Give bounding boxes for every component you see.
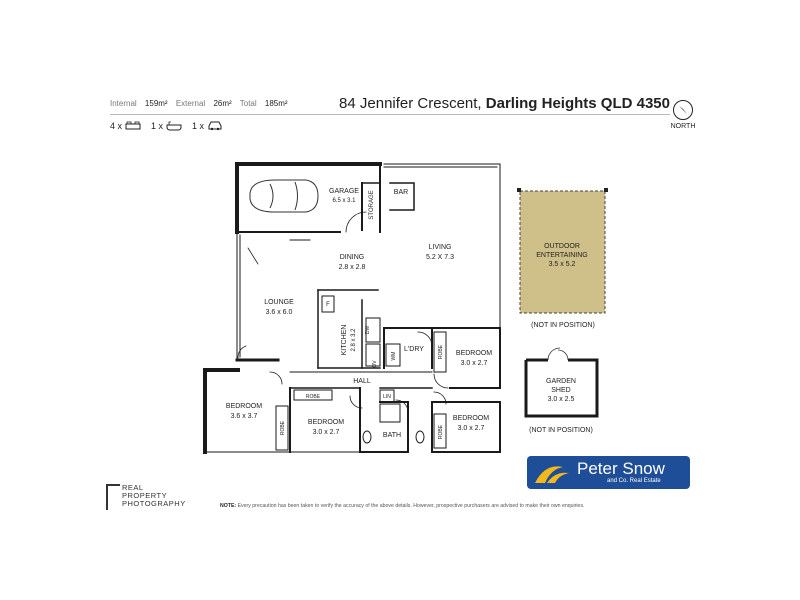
car-count-value: 1 x xyxy=(192,120,205,131)
internal-label: Internal xyxy=(110,99,137,108)
north-label: NORTH xyxy=(670,123,696,130)
outdoor-label-2: ENTERTAINING xyxy=(536,252,587,259)
living-size: 5.2 X 7.3 xyxy=(426,254,454,261)
total-value: 185m² xyxy=(264,99,288,108)
hall-robe-label: ROBE xyxy=(306,394,321,400)
note-text: Every precaution has been taken to verif… xyxy=(237,503,585,509)
bedroom1-size: 3.0 x 2.7 xyxy=(461,360,488,367)
bath-icon xyxy=(166,121,182,130)
bath-count: 1 x xyxy=(151,121,182,131)
garden-shed-outline xyxy=(524,358,599,418)
car-icon xyxy=(208,121,222,131)
living-label: LIVING xyxy=(429,244,452,251)
logo-line3: PHOTOGRAPHY xyxy=(122,499,186,508)
external-value: 26m² xyxy=(213,99,232,108)
dishwasher-label: DW xyxy=(365,326,371,335)
disclaimer-note: NOTE: Every precaution has been taken to… xyxy=(220,503,584,509)
agency-name: Peter Snow xyxy=(577,459,665,478)
outdoor-note: (NOT IN POSITION) xyxy=(531,322,595,329)
compass-icon xyxy=(673,100,693,120)
bedroom-left-label: BEDROOM xyxy=(226,403,262,410)
agency-logo: Peter Snow and Co. Real Estate xyxy=(527,456,690,489)
logo-line1: REAL xyxy=(122,483,144,492)
oven-label: OV xyxy=(372,360,378,368)
bedroom-right-robe-label: ROBE xyxy=(438,424,444,439)
outdoor-label-1: OUTDOOR xyxy=(544,243,580,250)
house-walls xyxy=(203,162,501,454)
hall-label: HALL xyxy=(353,378,371,385)
total-label: Total xyxy=(239,99,257,108)
bed-count: 4 x xyxy=(110,121,141,131)
shed-size: 3.0 x 2.5 xyxy=(548,396,575,403)
car-count: 1 x xyxy=(192,120,223,131)
area-stats: Internal 159m² External 26m² Total 185m² xyxy=(110,99,294,108)
bedroom-left-size: 3.6 x 3.7 xyxy=(231,413,258,420)
shed-label-2: SHED xyxy=(551,387,570,394)
header-rule xyxy=(110,114,670,115)
outdoor-size: 3.5 x 5.2 xyxy=(549,261,576,268)
shed-note: (NOT IN POSITION) xyxy=(529,427,593,434)
bed-icon xyxy=(125,121,141,129)
feature-counts: 4 x 1 x 1 x xyxy=(110,120,223,131)
car-icon xyxy=(249,179,319,213)
lounge-label: LOUNGE xyxy=(264,299,294,306)
bar-label: BAR xyxy=(394,189,408,196)
bedroom-left-robe-label: ROBE xyxy=(280,420,286,435)
bedroom-mid-label: BEDROOM xyxy=(308,419,344,426)
washing-machine-label: WM xyxy=(391,352,397,361)
storage-label: STORAGE xyxy=(369,190,375,219)
laundry-label: L'DRY xyxy=(404,346,424,353)
bedroom-right-label: BEDROOM xyxy=(453,415,489,422)
outdoor-entertaining-area xyxy=(519,190,606,314)
bath-count-value: 1 x xyxy=(151,120,164,131)
logo-mark-icon xyxy=(106,484,120,510)
bedroom-right-size: 3.0 x 2.7 xyxy=(458,425,485,432)
photography-logo: REAL PROPERTY PHOTOGRAPHY xyxy=(106,484,216,516)
kitchen-size: 2.8 x 3.2 xyxy=(351,328,357,352)
note-label: NOTE: xyxy=(220,503,237,509)
bedroom1-label: BEDROOM xyxy=(456,350,492,357)
bath-label: BATH xyxy=(383,432,401,439)
bed-count-value: 4 x xyxy=(110,120,123,131)
garage-size: 6.5 x 3.1 xyxy=(332,198,356,204)
garage-label: GARAGE xyxy=(329,188,359,195)
shed-label-1: GARDEN xyxy=(546,378,576,385)
north-indicator: NORTH xyxy=(668,100,698,130)
internal-value: 159m² xyxy=(144,99,168,108)
agency-subname: and Co. Real Estate xyxy=(607,478,661,484)
bedroom-mid-size: 3.0 x 2.7 xyxy=(313,429,340,436)
sun-logo-icon xyxy=(535,466,569,483)
dining-label: DINING xyxy=(340,254,365,261)
bedroom1-robe-label: ROBE xyxy=(438,344,444,359)
fridge-label: F xyxy=(326,302,330,308)
kitchen-label: KITCHEN xyxy=(341,325,348,356)
dining-size: 2.8 x 2.8 xyxy=(339,264,366,271)
linen-label: LIN xyxy=(383,394,391,400)
logo-line2: PROPERTY xyxy=(122,491,168,500)
address-suburb: Darling Heights QLD 4350 xyxy=(485,95,670,112)
plan-header: Internal 159m² External 26m² Total 185m²… xyxy=(110,95,670,136)
property-address: 84 Jennifer Crescent, Darling Heights QL… xyxy=(339,95,670,112)
address-street: 84 Jennifer Crescent, xyxy=(339,95,482,112)
lounge-size: 3.6 x 6.0 xyxy=(266,309,293,316)
external-label: External xyxy=(175,99,206,108)
